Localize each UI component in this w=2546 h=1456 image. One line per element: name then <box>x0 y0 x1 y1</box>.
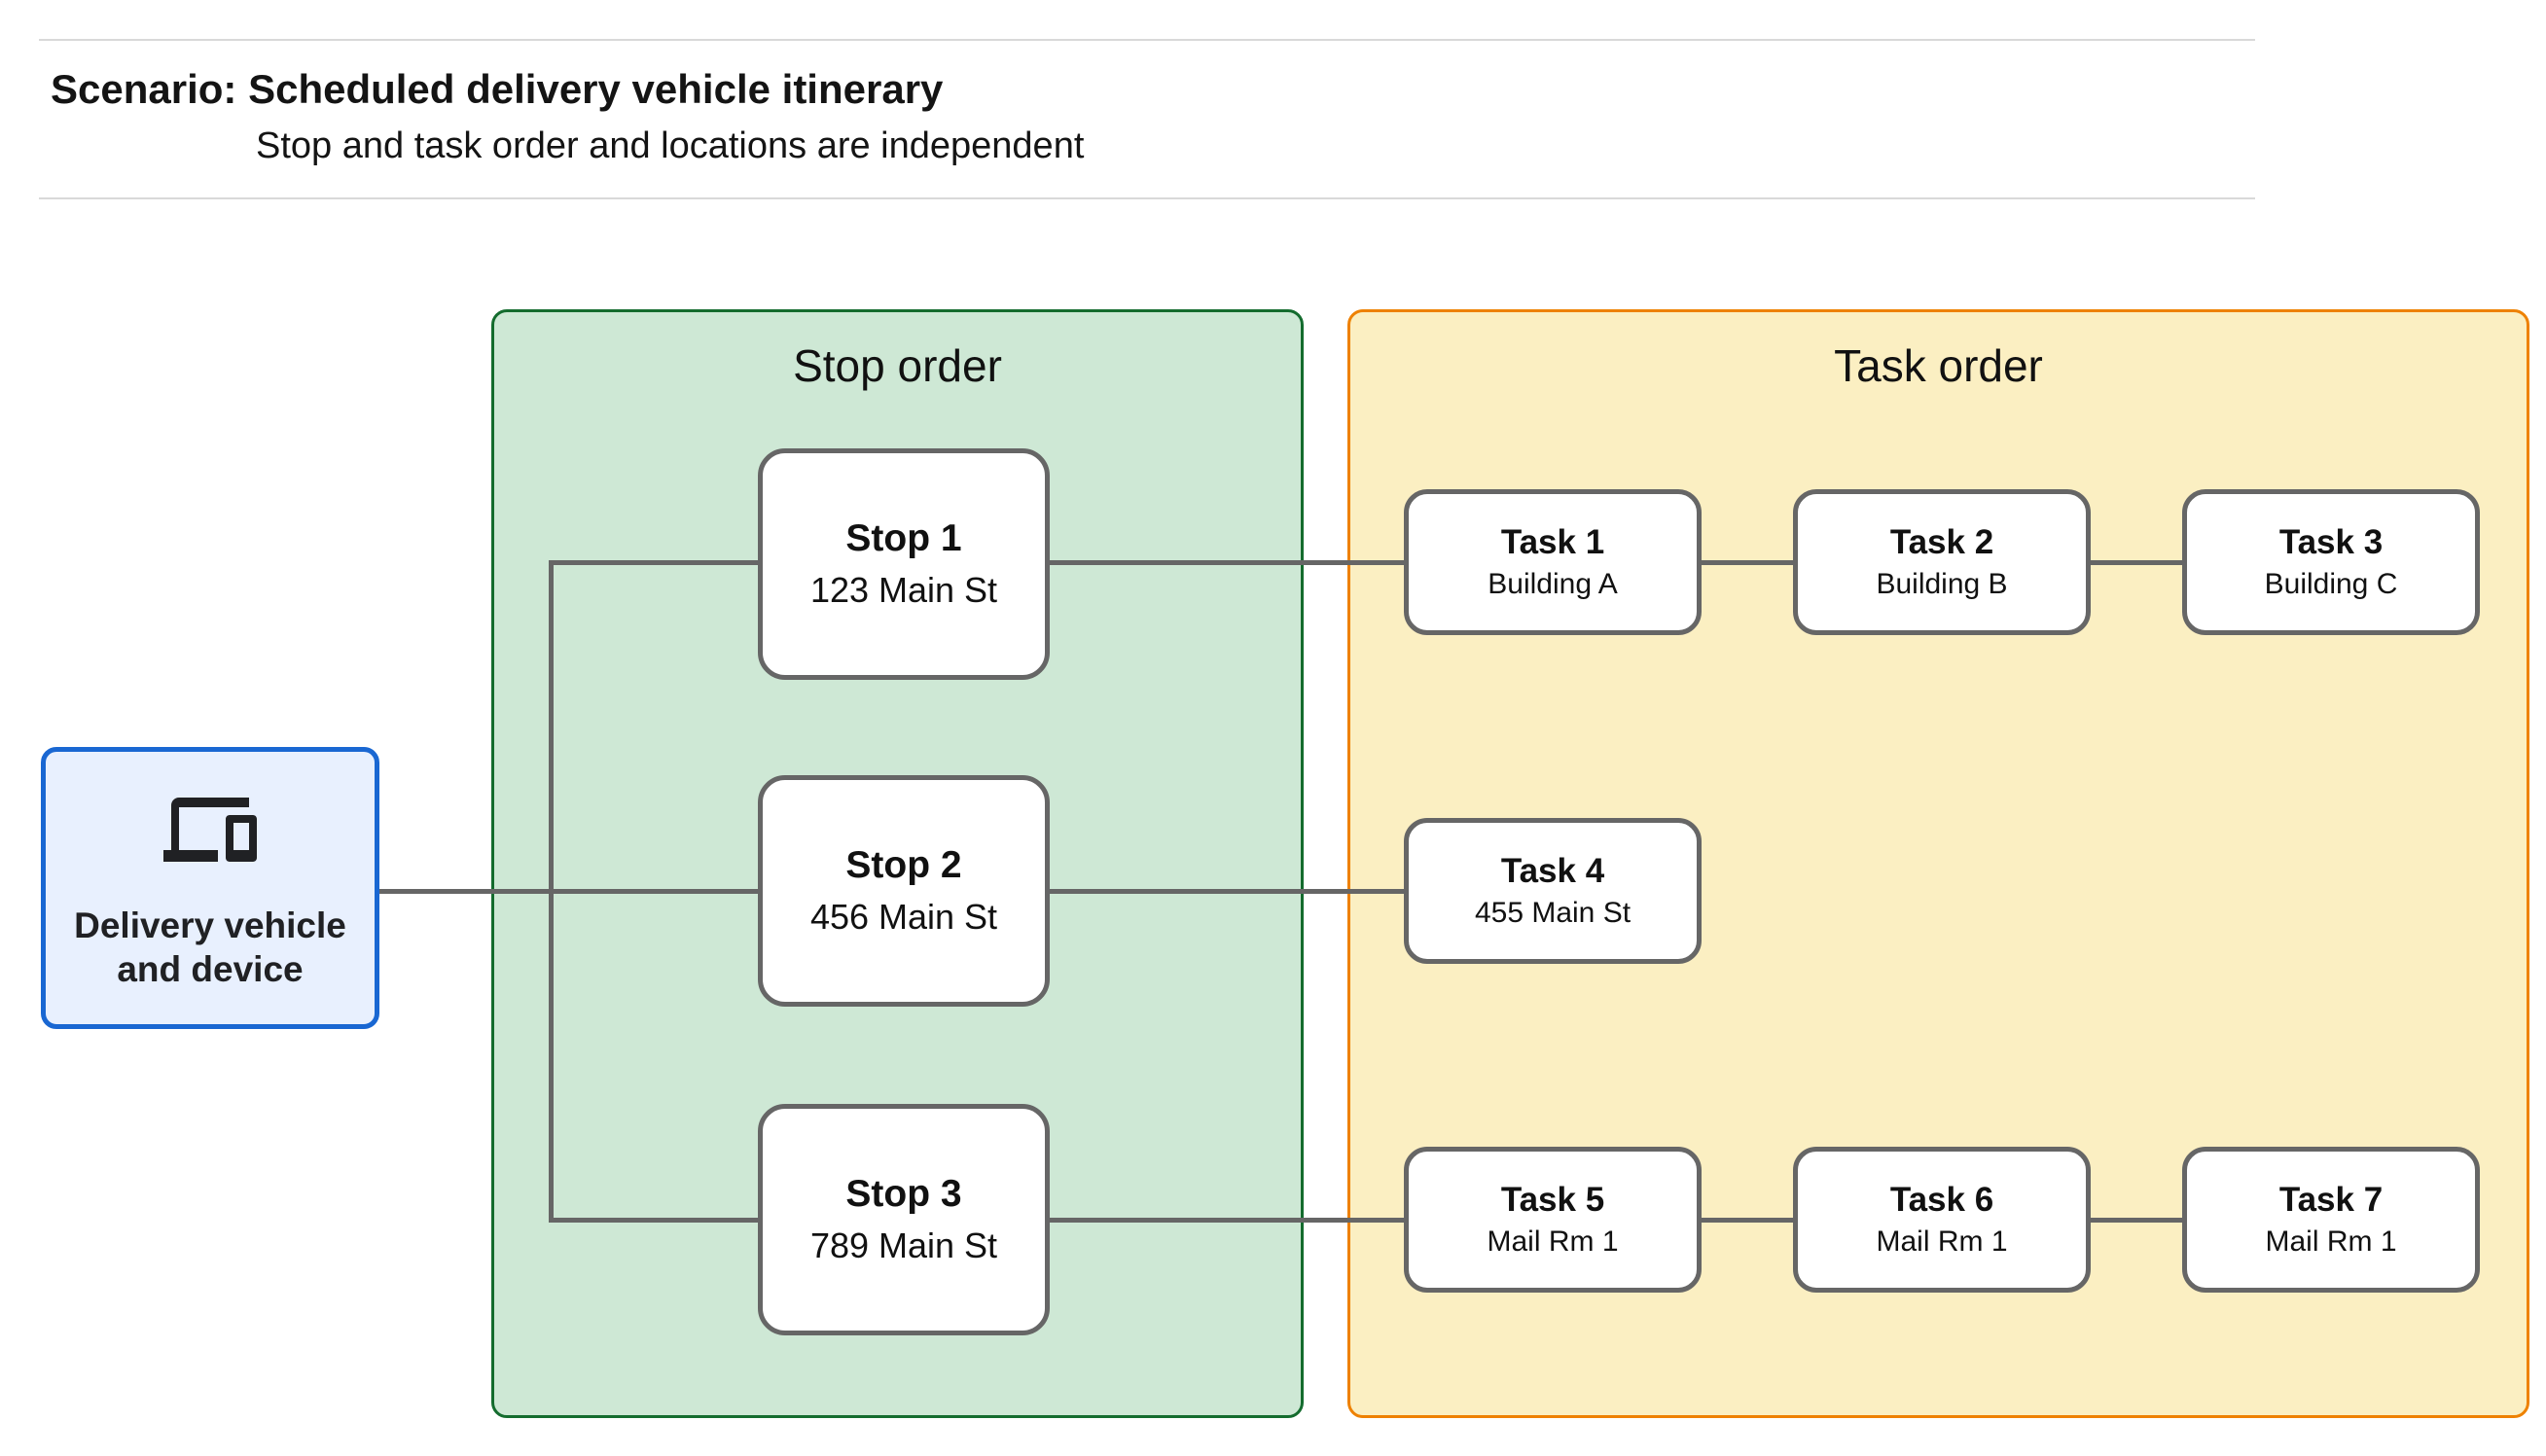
task-3-title: Task 3 <box>2278 523 2384 561</box>
task-1-title: Task 1 <box>1500 523 1605 561</box>
connector-stop1-to-task1 <box>1046 560 1404 565</box>
task-6-title: Task 6 <box>1889 1181 1994 1219</box>
stop-3-node: Stop 3 789 Main St <box>758 1104 1050 1335</box>
task-7-title: Task 7 <box>2278 1181 2384 1219</box>
task-4-node: Task 4 455 Main St <box>1404 818 1702 964</box>
task-2-node: Task 2 Building B <box>1793 489 2091 635</box>
connector-task5-to-task6 <box>1698 1218 1797 1223</box>
connector-stop2-to-task4 <box>1046 889 1404 894</box>
delivery-vehicle-label-line1: Delivery vehicle <box>74 905 346 945</box>
task-4-location: 455 Main St <box>1474 897 1632 929</box>
connector-task2-to-task3 <box>2087 560 2186 565</box>
stop-1-address: 123 Main St <box>809 570 998 610</box>
stop-1-node: Stop 1 123 Main St <box>758 448 1050 680</box>
top-divider <box>39 39 2255 41</box>
stop-order-panel-title: Stop order <box>793 340 1002 391</box>
delivery-vehicle-label: Delivery vehicle and device <box>74 904 346 991</box>
devices-icon <box>163 797 257 872</box>
connector-trunk-to-stop3 <box>549 1218 758 1223</box>
page-subtitle: Stop and task order and locations are in… <box>256 125 1085 166</box>
task-1-node: Task 1 Building A <box>1404 489 1702 635</box>
task-2-title: Task 2 <box>1889 523 1994 561</box>
task-3-node: Task 3 Building C <box>2182 489 2480 635</box>
stop-2-node: Stop 2 456 Main St <box>758 775 1050 1007</box>
task-1-location: Building A <box>1488 568 1618 600</box>
connector-trunk-to-stop1 <box>549 560 758 565</box>
task-5-node: Task 5 Mail Rm 1 <box>1404 1147 1702 1293</box>
task-3-location: Building C <box>2264 568 2398 600</box>
stop-1-title: Stop 1 <box>845 517 962 559</box>
connector-task6-to-task7 <box>2087 1218 2186 1223</box>
connector-stop3-to-task5 <box>1046 1218 1404 1223</box>
task-7-location: Mail Rm 1 <box>2265 1225 2397 1258</box>
task-5-location: Mail Rm 1 <box>1487 1225 1619 1258</box>
delivery-vehicle-node: Delivery vehicle and device <box>41 747 379 1029</box>
connector-task1-to-task2 <box>1698 560 1797 565</box>
delivery-vehicle-label-line2: and device <box>117 948 304 989</box>
task-5-title: Task 5 <box>1500 1181 1605 1219</box>
connector-trunk-vertical <box>549 560 554 1223</box>
connector-vehicle-to-stop2 <box>375 889 758 894</box>
bottom-divider <box>39 197 2255 199</box>
task-6-location: Mail Rm 1 <box>1876 1225 2008 1258</box>
stop-3-address: 789 Main St <box>809 1225 998 1265</box>
stop-2-address: 456 Main St <box>809 897 998 937</box>
stop-2-title: Stop 2 <box>845 844 962 886</box>
task-2-location: Building B <box>1876 568 2008 600</box>
task-4-title: Task 4 <box>1500 852 1605 890</box>
page-title: Scenario: Scheduled delivery vehicle iti… <box>51 66 944 112</box>
task-7-node: Task 7 Mail Rm 1 <box>2182 1147 2480 1293</box>
stop-3-title: Stop 3 <box>845 1173 962 1215</box>
task-order-panel-title: Task order <box>1834 340 2043 391</box>
task-6-node: Task 6 Mail Rm 1 <box>1793 1147 2091 1293</box>
